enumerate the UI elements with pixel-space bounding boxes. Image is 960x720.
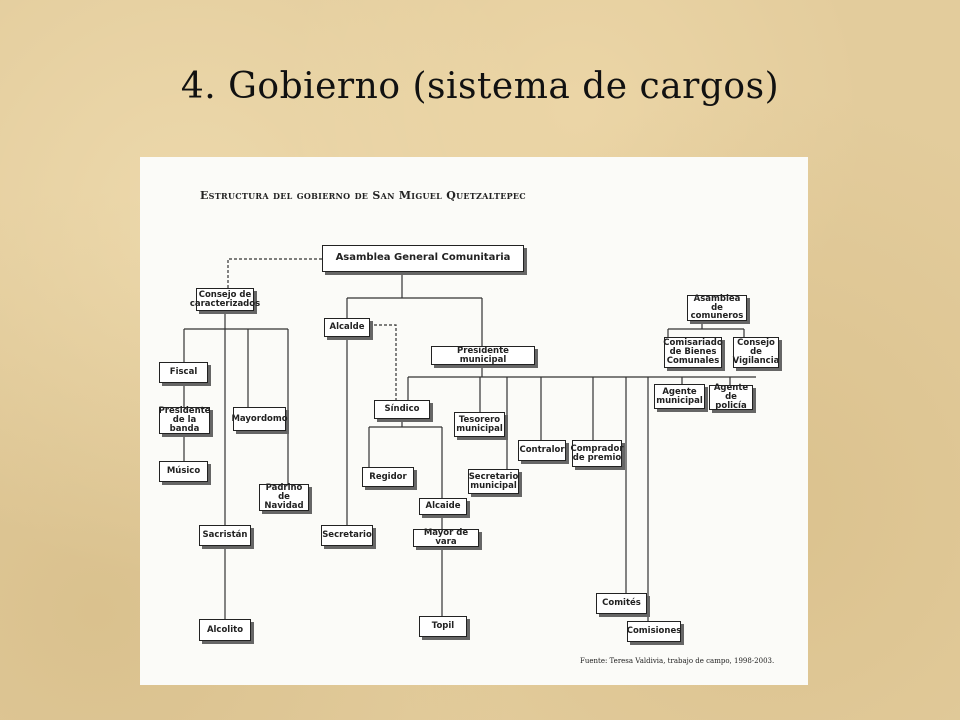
diagram-title: Estructura del gobierno de San Miguel Qu… [200, 189, 526, 202]
node-fiscal: Fiscal [159, 362, 208, 383]
connector-lines [183, 258, 756, 621]
node-alcolito: Alcolito [199, 619, 251, 641]
node-presidente-banda: Presidente de la banda [158, 406, 211, 434]
node-asamblea-general: Asamblea General Comunitaria [322, 245, 524, 272]
node-alcalde: Alcalde [324, 318, 370, 337]
org-chart-scan: Estructura del gobierno de San Miguel Qu… [140, 157, 808, 685]
node-contralor: Contralor [518, 440, 566, 461]
node-padrino-navidad: Padrino de Navidad [259, 484, 309, 511]
node-mayordomo: Mayordomo [231, 407, 288, 431]
node-mayor-vara: Mayor de vara [413, 529, 479, 547]
node-topil: Topil [419, 616, 467, 637]
node-presidente-municipal: Presidente municipal [431, 346, 535, 365]
node-comprador-premio: Comprador de premio [570, 440, 624, 467]
dashed-link-consejo [227, 258, 322, 288]
node-comisariado: Comisariado de Bienes Comunales [663, 337, 723, 368]
node-consejo-vigilancia: Consejo de Vigilancia [733, 337, 779, 368]
node-musico: Músico [159, 461, 208, 482]
node-comisiones: Comisiones [627, 621, 681, 642]
node-sindico: Síndico [374, 400, 430, 419]
dashed-link-sindico [364, 324, 397, 400]
node-comites: Comités [596, 593, 647, 614]
node-secretario: Secretario [321, 525, 373, 546]
node-asamblea-comuneros: Asamblea de comuneros [687, 294, 747, 321]
node-sacristan: Sacristán [199, 525, 251, 546]
source-note: Fuente: Teresa Valdivia, trabajo de camp… [580, 657, 775, 665]
node-secretario-municipal: Secretario municipal [468, 469, 519, 494]
node-alcaide: Alcaide [419, 498, 467, 515]
node-agente-municipal: Agente municipal [654, 384, 705, 409]
node-regidor: Regidor [362, 467, 414, 487]
node-agente-policia: Agente de policía [709, 384, 753, 410]
node-consejo-caracterizados: Consejo de caracterizados [190, 288, 260, 311]
node-tesorero: Tesorero municipal [454, 412, 505, 437]
slide-title: 4. Gobierno (sistema de cargos) [180, 66, 780, 107]
